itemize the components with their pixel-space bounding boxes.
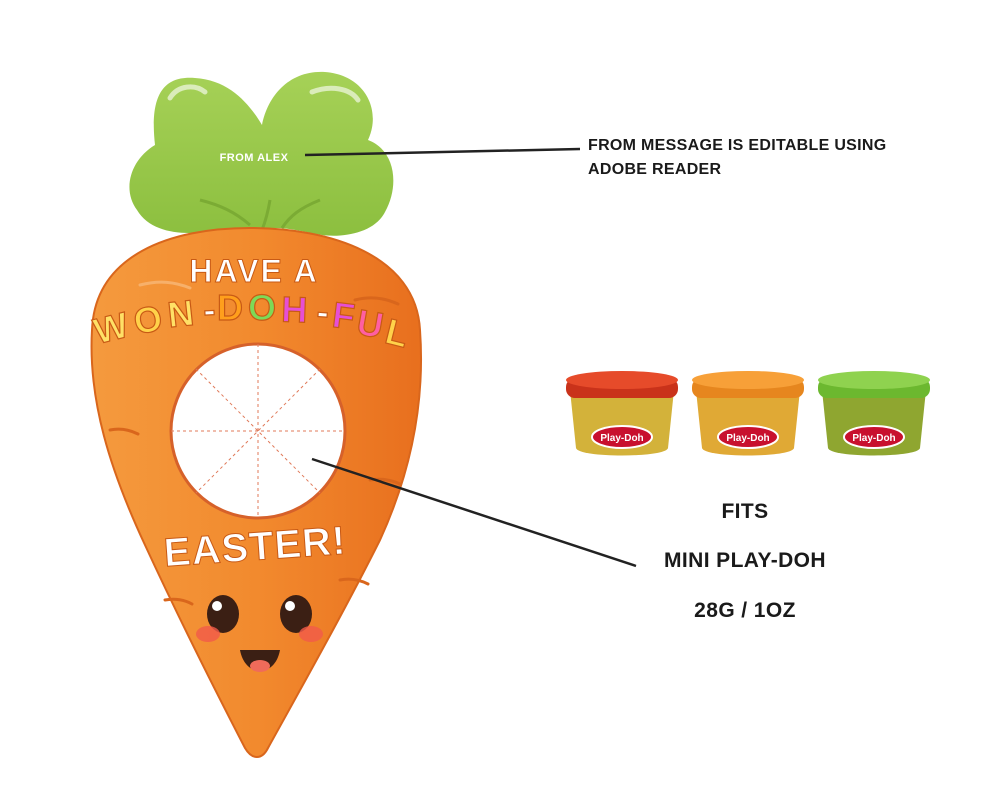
size-label: 28G / 1OZ [694, 599, 796, 622]
headline-letter: W [90, 304, 133, 352]
tub-cutout [169, 342, 347, 520]
playdoh-tub: Play-Doh [566, 371, 678, 456]
playdoh-logo: Play-Doh [600, 433, 643, 444]
playdoh-tub: Play-Doh [818, 371, 930, 456]
product-label: MINI PLAY-DOH [664, 549, 826, 572]
headline-letter: - [202, 289, 216, 331]
playdoh-logo: Play-Doh [726, 433, 769, 444]
headline-letter: - [315, 291, 330, 333]
from-name-field[interactable]: FROM ALEX [220, 152, 289, 164]
playdoh-logo: Play-Doh [852, 433, 895, 444]
fits-leader-line [311, 457, 637, 568]
fits-label: FITS [721, 500, 769, 523]
carrot-face [196, 595, 323, 672]
headline-letter: H [281, 289, 308, 331]
from-leader-line [304, 147, 581, 157]
headline-top: HAVE A [189, 253, 318, 289]
headline-letter: N [166, 292, 196, 335]
headline-letter: O [248, 287, 276, 328]
from-message-note: FROM MESSAGE IS EDITABLE USING ADOBE REA… [588, 137, 887, 178]
playdoh-tub: Play-Doh [692, 371, 804, 456]
playdoh-tubs: Play-Doh Play-Doh Play-Doh [566, 371, 930, 456]
headline-letter: O [130, 297, 165, 342]
headline-letter: D [217, 287, 243, 328]
